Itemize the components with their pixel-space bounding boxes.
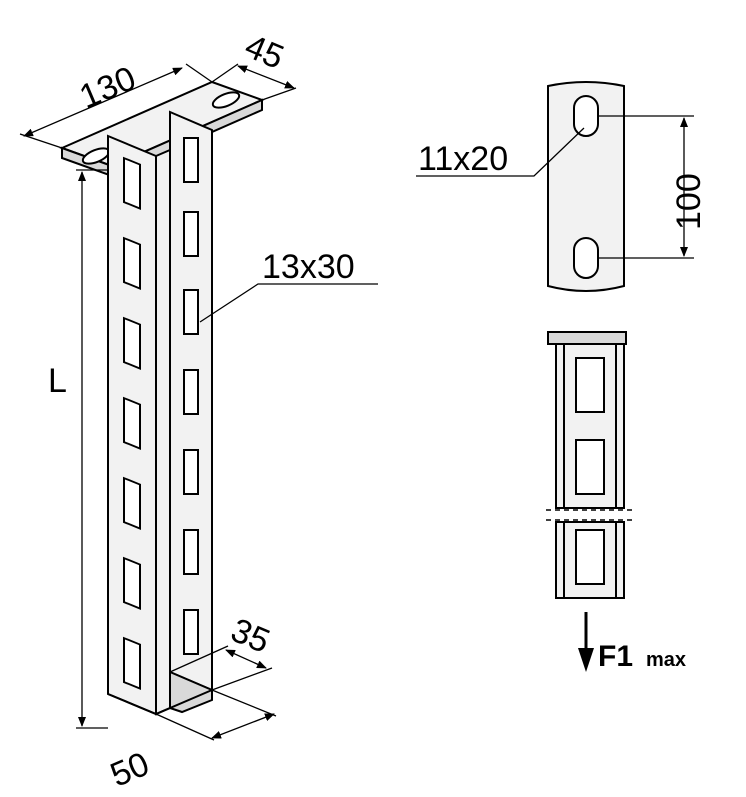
dimension-hole-spacing: 100 xyxy=(598,115,708,259)
slot xyxy=(123,236,141,290)
plate-outline xyxy=(547,81,625,292)
force-label: F1 xyxy=(598,640,633,673)
dimension-slot-size: 13x30 xyxy=(199,248,378,323)
label-plate-hole: 11x20 xyxy=(418,140,508,178)
slot xyxy=(183,211,199,257)
slot xyxy=(123,636,141,690)
slot xyxy=(183,529,199,575)
slot xyxy=(575,439,605,495)
slot xyxy=(575,529,605,585)
column-right-face xyxy=(155,148,171,716)
dimension-column-height: L xyxy=(48,169,108,729)
label-slot-size: 13x30 xyxy=(262,248,355,286)
slot xyxy=(183,609,199,655)
slot xyxy=(183,369,199,415)
hanger-isometric-view: 130 45 L 13x30 35 xyxy=(19,27,378,795)
label-base-length: 130 xyxy=(74,59,141,116)
plate-hole-upper xyxy=(573,95,599,137)
slot xyxy=(123,156,141,210)
force-indicator: F1 max xyxy=(578,612,686,673)
column-slots-rear xyxy=(183,137,199,655)
slot xyxy=(183,289,199,335)
slot xyxy=(123,556,141,610)
slot xyxy=(183,137,199,183)
force-subscript: max xyxy=(646,649,686,671)
dimension-plate-hole: 11x20 xyxy=(416,127,585,178)
slot xyxy=(123,476,141,530)
plate-hole-lower xyxy=(573,237,599,279)
slot xyxy=(123,396,141,450)
label-hole-spacing: 100 xyxy=(670,173,708,230)
label-profile-width: 50 xyxy=(105,745,155,795)
plate-top-view: 100 11x20 xyxy=(416,81,708,292)
column-slots-left xyxy=(123,156,141,690)
force-arrow-icon xyxy=(578,648,594,672)
plate-hole-back xyxy=(211,91,241,109)
slot xyxy=(183,449,199,495)
column-front-view xyxy=(546,331,632,599)
column-cap xyxy=(547,331,627,345)
slot xyxy=(123,316,141,370)
label-column-height: L xyxy=(48,362,67,400)
slot xyxy=(575,357,605,413)
column-rear-lip xyxy=(169,670,213,714)
